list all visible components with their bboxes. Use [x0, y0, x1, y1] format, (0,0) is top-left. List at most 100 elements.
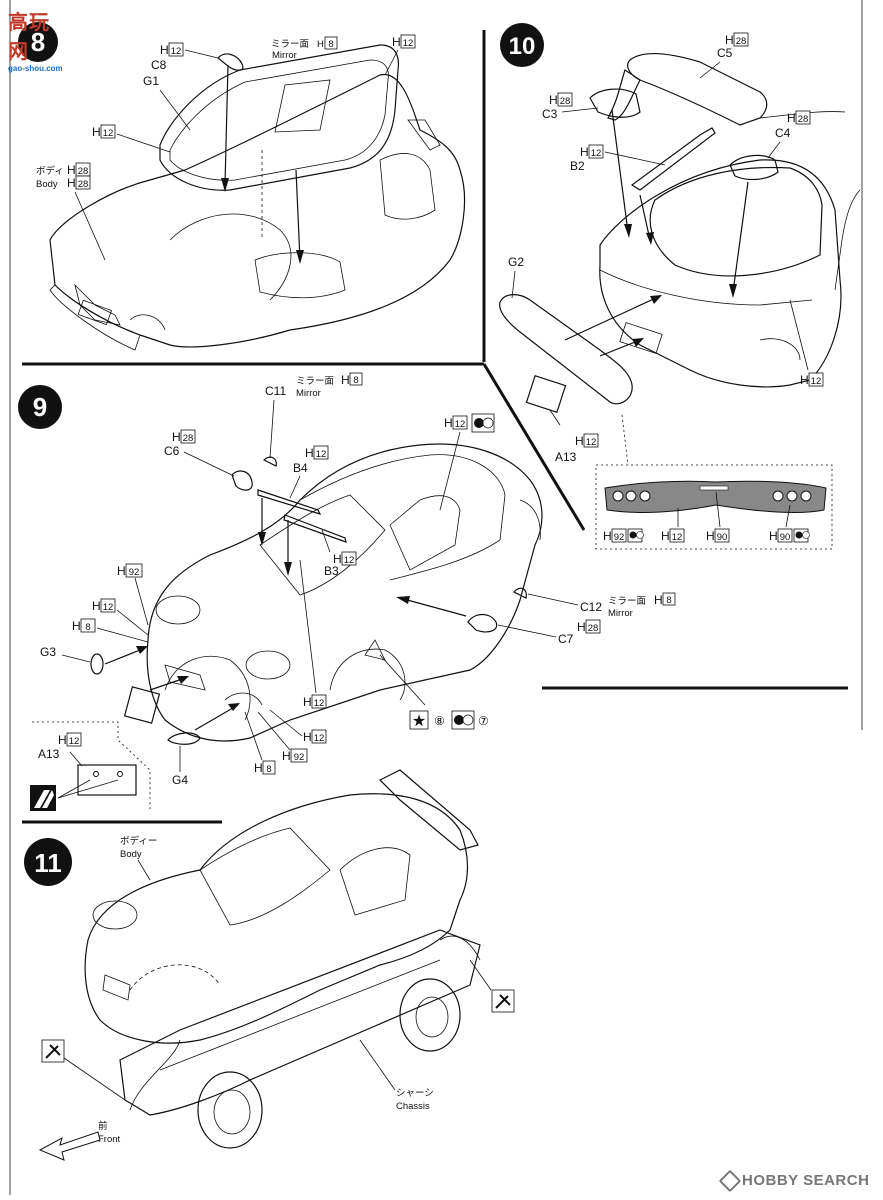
step-9-label-b3: H 12 B3 — [321, 529, 357, 578]
step-9-headlight-left — [155, 595, 201, 625]
step-9-b3-color: 12 — [344, 555, 355, 566]
step-10-c4-leader — [767, 141, 781, 159]
step-9-b8-h: H — [254, 761, 263, 775]
step-9-wiper-b3 — [283, 514, 347, 543]
step-10-d4-decal-dot — [795, 531, 803, 539]
step-10-spoiler-c5 — [627, 52, 768, 126]
step-10-d4-leader — [785, 504, 791, 528]
step-9-a13-box — [66, 732, 82, 747]
step-11-front-arch — [129, 964, 221, 991]
step-8-c8-box — [168, 42, 184, 57]
step-10-d1-h: H — [603, 529, 612, 543]
step-10-label-c5: H 28 C5 — [699, 32, 749, 79]
step-8-roof-box — [400, 34, 416, 49]
step-11-body-leader — [137, 859, 151, 881]
step-9-label-low: H 12 — [269, 709, 327, 744]
step-8-body-en: Body — [36, 179, 58, 190]
step-9-car-body — [146, 443, 543, 742]
step-11-label-chassis: シャーシ Chassis — [359, 1039, 434, 1112]
step-9-c6-color: 28 — [183, 433, 194, 444]
step-10-wiper-b2 — [630, 127, 716, 191]
step-11-front-jp: 前 — [98, 1120, 108, 1132]
step-9-b3-leader — [321, 529, 331, 553]
step-9-c11-leader — [269, 399, 275, 459]
step-9-arrow-b4-head — [258, 532, 266, 546]
step-9-mid-box — [311, 694, 327, 709]
step-10-d3-leader — [715, 491, 721, 528]
step-9-b8-color: 8 — [266, 764, 271, 775]
step-8-headlight-left — [74, 283, 121, 326]
step-10-d3-color: 90 — [717, 532, 728, 543]
step-9-c12-h: H — [654, 593, 663, 607]
step-8-g1-color: 12 — [103, 128, 114, 139]
step-9-headlight-right — [245, 650, 291, 680]
step-10-body-leader — [789, 299, 809, 371]
step-9-c7-h: H — [577, 620, 586, 634]
step-11-body — [84, 793, 469, 1044]
step-9-l92-box — [125, 563, 143, 578]
step-8-label-g1: G1 — [143, 74, 191, 131]
step-9-mid-leader — [299, 559, 317, 694]
step-9-g3-code: G3 — [40, 645, 56, 659]
step-8-g1-h: H — [92, 125, 101, 139]
step-9-badge — [18, 385, 62, 429]
step-9-mid-color: 12 — [314, 698, 325, 709]
step-10-label-c3: H 28 C3 — [542, 92, 599, 121]
step-8-glass-inner — [169, 59, 389, 181]
step-10-d4-box — [777, 528, 793, 543]
step-9-label-left-stack: H 92 H 12 H 8 — [72, 563, 149, 643]
step-8-arrow-c8-head — [221, 178, 229, 192]
step-9-c11-h: H — [341, 373, 350, 387]
step-10-body-box — [808, 372, 824, 387]
step-10-d2-box — [669, 528, 685, 543]
step-8-arrow-2-head — [296, 250, 304, 264]
step-8-side-vent — [254, 252, 346, 299]
step-8-arrow-2 — [295, 169, 301, 261]
step-8-label-c8: H 12 C8 — [151, 42, 219, 72]
step-8-badge — [18, 22, 58, 62]
step-9-a13-color: 12 — [69, 736, 80, 747]
step-8-body-h2: H — [67, 176, 76, 190]
step-8-label-body: ボディ H 28 Body H 28 — [36, 162, 106, 261]
step-10-g2-leader — [511, 270, 516, 299]
step-9-l12-color: 12 — [103, 602, 114, 613]
step-11-badge — [24, 838, 72, 886]
step-11-rear-guide — [439, 935, 481, 961]
step-8-body-color2: 28 — [78, 179, 89, 190]
step-10-d3-h: H — [706, 529, 715, 543]
hobbysearch-logo-icon — [718, 1169, 742, 1192]
step-10-d2-color: 12 — [672, 532, 683, 543]
step-8-mirror-h: H — [317, 39, 324, 50]
step-9-low-box — [311, 729, 327, 744]
step-11: 11 ボディー Body シャーシ Chassis — [24, 769, 515, 1161]
step-9-tr-leader — [439, 431, 461, 511]
step-9: 9 — [18, 372, 676, 811]
step-9-wiper-b4 — [257, 489, 322, 515]
step-10-detail-lamp3 — [639, 490, 651, 502]
step-9-arrow-c7-head — [396, 596, 410, 604]
step-11-windshield — [199, 827, 331, 926]
step-9-circle-number: ⑦ — [478, 714, 489, 728]
step-9-b92-box — [290, 748, 308, 763]
step-9-label-mid: H 12 — [299, 559, 327, 709]
step-10-side — [834, 189, 861, 291]
step-10-d2-h: H — [661, 529, 670, 543]
step-10-arrow-plate — [599, 339, 641, 357]
step-9-g4-code: G4 — [172, 773, 188, 787]
step-10-d4-color: 90 — [780, 532, 791, 543]
step-10: 10 — [499, 23, 861, 550]
step-9-c12-color: 8 — [666, 595, 671, 606]
step-8-mirror-color: 8 — [328, 39, 333, 50]
step-9-number: 9 — [33, 392, 47, 422]
step-9-mirror-c6 — [231, 470, 253, 491]
watermark-top: 高玩网 gao-shou.com — [8, 6, 70, 73]
step-9-c12-box — [662, 592, 676, 606]
step-11-wheel-rear — [399, 978, 461, 1052]
step-11-number: 11 — [34, 848, 62, 878]
step-9-arrow-g3 — [104, 647, 146, 665]
step-9-c11-mirror-en: Mirror — [296, 388, 321, 399]
step-9-decal-dot2 — [117, 771, 123, 777]
step-11-body-jp: ボディー — [120, 835, 157, 847]
step-9-l8-leader — [96, 627, 149, 643]
